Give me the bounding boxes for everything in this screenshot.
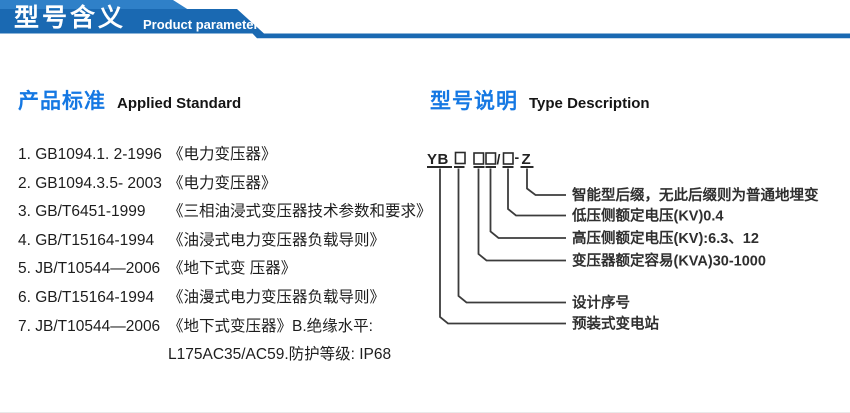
applied-standards-heading-en: Applied Standard [117, 95, 241, 112]
model-code-diagram: YB / - Z 智能型后缀，无此后缀则为普通地埋变 低压侧额定电压(KV)0.… [420, 140, 850, 345]
placeholder-box [486, 153, 496, 164]
header-ribbon [0, 0, 850, 40]
standard-title: 《地下式变 压器》 [168, 255, 296, 284]
label-smart-suffix: 智能型后缀，无此后缀则为普通地埋变 [572, 186, 819, 204]
standards-list: 1. GB1094.1. 2-1996 《电力变压器》 2. GB1094.3.… [18, 141, 432, 370]
applied-standards-heading-cn: 产品标准 [18, 85, 106, 115]
model-code-prefix: YB [427, 151, 449, 168]
standard-code: 6. GB/T15164-1994 [18, 284, 168, 313]
standard-code: 7. JB/T10544—2006 [18, 313, 168, 342]
header-rule-line [253, 34, 850, 39]
standard-code: 2. GB1094.3.5- 2003 [18, 170, 168, 199]
label-rated-capacity: 变压器额定容易(KVA)30-1000 [572, 252, 766, 270]
label-design-number: 设计序号 [572, 294, 630, 312]
leader-line-hv-voltage [491, 169, 567, 239]
type-description-heading: 型号说明 Type Description [430, 85, 650, 115]
standard-title: 《油浸式电力变压器负载导则》 [168, 227, 385, 256]
placeholder-box [456, 153, 466, 164]
standard-title: 《地下式变压器》B.绝缘水平: [168, 313, 373, 342]
standard-code: 4. GB/T15164-1994 [18, 227, 168, 256]
placeholder-box [474, 153, 484, 164]
standard-title: 《电力变压器》 [168, 141, 277, 170]
model-code-slash: / [497, 151, 501, 167]
leader-line-lv-voltage [508, 169, 566, 216]
placeholder-box [504, 153, 514, 164]
standard-item: 2. GB1094.3.5- 2003 《电力变压器》 [18, 170, 432, 199]
header-title: 型号含义 [14, 4, 126, 33]
standard-item: 3. GB/T6451-1999 《三相油浸式变压器技术参数和要求》 [18, 198, 432, 227]
standard-item: 1. GB1094.1. 2-1996 《电力变压器》 [18, 141, 432, 170]
type-description-heading-cn: 型号说明 [430, 85, 518, 115]
leader-line-design-number [459, 169, 567, 303]
standard-item: 6. GB/T15164-1994 《油漫式电力变压器负载导则》 [18, 284, 432, 313]
applied-standards-heading: 产品标准 Applied Standard [18, 85, 241, 115]
standard-item: 7. JB/T10544—2006 《地下式变压器》B.绝缘水平: [18, 313, 432, 342]
label-hv-voltage: 高压侧额定电压(KV):6.3、12 [572, 229, 759, 247]
standard-code: 3. GB/T6451-1999 [18, 198, 168, 227]
header-subtitle: Product parameters [143, 17, 266, 33]
standard-item: 5. JB/T10544—2006 《地下式变 压器》 [18, 255, 432, 284]
type-description-heading-en: Type Description [529, 95, 650, 112]
standard-item: 4. GB/T15164-1994 《油浸式电力变压器负载导则》 [18, 227, 432, 256]
standard-title: 《油漫式电力变压器负载导则》 [168, 284, 385, 313]
label-prefab-substation: 预装式变电站 [572, 315, 659, 333]
leader-line-capacity [479, 169, 567, 261]
model-code-suffix: Z [522, 151, 531, 168]
model-code-dash: - [515, 149, 520, 165]
label-lv-voltage: 低压侧额定电压(KV)0.4 [571, 207, 723, 225]
leader-line-suffix [527, 169, 566, 196]
standard-title: 《电力变压器》 [168, 170, 277, 199]
standard-code: 1. GB1094.1. 2-1996 [18, 141, 168, 170]
standard-code: 5. JB/T10544—2006 [18, 255, 168, 284]
standard-item-continuation: L175AC35/AC59.防护等级: IP68 [168, 341, 432, 370]
standard-title: 《三相油浸式变压器技术参数和要求》 [168, 198, 432, 227]
